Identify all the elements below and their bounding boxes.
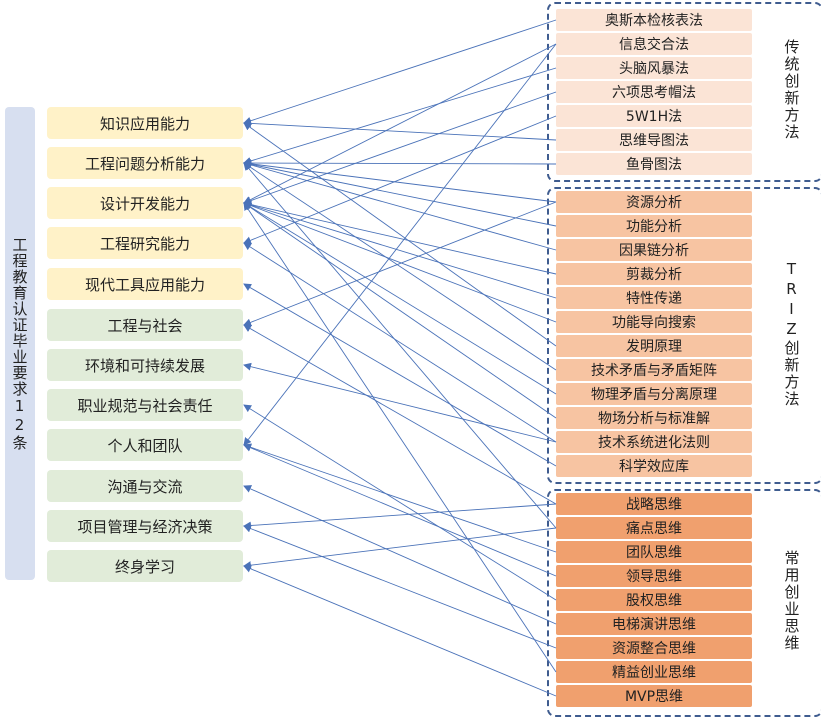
method-item: 资源整合思维	[556, 637, 752, 659]
connector-line	[243, 242, 557, 443]
connector-line	[243, 122, 557, 347]
connector-line	[243, 444, 557, 577]
req-item-4: 工程研究能力	[47, 227, 243, 259]
method-item: 电梯演讲思维	[556, 613, 752, 635]
method-item: 功能导向搜索	[556, 311, 752, 333]
method-item: 团队思维	[556, 541, 752, 563]
method-item: 战略思维	[556, 493, 752, 515]
connector-line	[243, 159, 557, 168]
method-item: 5W1H法	[556, 105, 752, 127]
connector-line	[243, 43, 557, 204]
connector-line	[243, 159, 557, 203]
connector-line	[243, 200, 557, 275]
connector-line	[243, 443, 557, 553]
req-item-1: 知识应用能力	[47, 107, 243, 139]
connector-line	[243, 524, 557, 649]
group-label-entrepreneur: 常用创业思维	[782, 550, 801, 652]
connector-line	[243, 503, 557, 530]
connector-line	[243, 202, 557, 419]
connector-line	[243, 404, 557, 601]
req-item-2: 工程问题分析能力	[47, 147, 243, 179]
method-item: MVP思维	[556, 685, 752, 707]
connector-line	[243, 283, 557, 467]
connector-line	[243, 162, 557, 371]
sidebar-title-box: 工程教育认证毕业要求12条	[5, 107, 35, 580]
connector-line	[243, 202, 557, 395]
connector-line	[243, 67, 557, 165]
connector-line	[243, 485, 557, 625]
connector-line	[243, 362, 557, 443]
group-label-triz: TRIZ创新方法	[782, 259, 801, 408]
method-item: 精益创业思维	[556, 661, 752, 683]
req-item-9: 个人和团队	[47, 429, 243, 461]
connector-line	[243, 202, 557, 673]
group-label-traditional: 传统创新方法	[782, 39, 801, 141]
req-item-6: 工程与社会	[47, 309, 243, 341]
method-item: 物理矛盾与分离原理	[556, 383, 752, 405]
connector-line	[243, 119, 557, 141]
group-box-entrepreneur	[547, 489, 821, 717]
method-item: 特性传递	[556, 287, 752, 309]
req-item-3: 设计开发能力	[47, 187, 243, 219]
connector-line	[243, 43, 557, 446]
method-item: 痛点思维	[556, 517, 752, 539]
connector-line	[243, 201, 557, 327]
sidebar-title: 工程教育认证毕业要求12条	[10, 236, 29, 451]
group-box-triz	[547, 187, 821, 484]
method-item: 六项思考帽法	[556, 81, 752, 103]
connector-line	[243, 201, 557, 299]
method-item: 奥斯本检核表法	[556, 9, 752, 31]
connector-line	[243, 162, 557, 529]
method-item: 头脑风暴法	[556, 57, 752, 79]
method-item: 鱼骨图法	[556, 153, 752, 175]
method-item: 物场分析与标准解	[556, 407, 752, 429]
method-item: 股权思维	[556, 589, 752, 611]
connector-line	[243, 201, 557, 323]
method-item: 技术系统进化法则	[556, 431, 752, 453]
connector-line	[243, 161, 557, 251]
method-item: 技术矛盾与矛盾矩阵	[556, 359, 752, 381]
method-item: 剪裁分析	[556, 263, 752, 285]
method-item: 资源分析	[556, 191, 752, 213]
connector-line	[243, 115, 557, 245]
req-item-11: 项目管理与经济决策	[47, 510, 243, 542]
connector-line	[243, 527, 557, 570]
connector-line	[243, 324, 557, 505]
method-item: 科学效应库	[556, 455, 752, 477]
group-box-traditional	[547, 2, 821, 182]
connector-line	[243, 160, 557, 227]
req-item-5: 现代工具应用能力	[47, 268, 243, 300]
method-item: 因果链分析	[556, 239, 752, 261]
req-item-12: 终身学习	[47, 550, 243, 582]
connector-line	[243, 565, 557, 697]
req-item-8: 职业规范与社会责任	[47, 389, 243, 421]
method-item: 发明原理	[556, 335, 752, 357]
method-item: 思维导图法	[556, 129, 752, 151]
req-item-7: 环境和可持续发展	[47, 349, 243, 381]
connector-line	[243, 19, 557, 125]
connector-line	[243, 91, 557, 205]
method-item: 信息交合法	[556, 33, 752, 55]
req-item-10: 沟通与交流	[47, 470, 243, 502]
method-item: 功能分析	[556, 215, 752, 237]
method-item: 领导思维	[556, 565, 752, 587]
